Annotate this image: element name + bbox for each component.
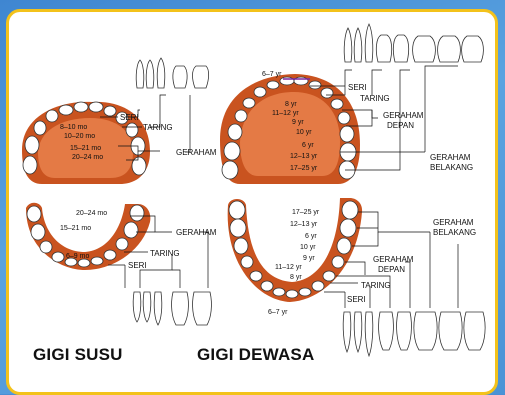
label-geraham-belakang: GERAHAM xyxy=(430,153,471,162)
age-label: 6 yr xyxy=(305,233,317,240)
age-label: 11–12 yr xyxy=(272,110,299,117)
age-label: 6–9 mo xyxy=(66,253,89,260)
title-gigi-dewasa: GIGI DEWASA xyxy=(197,345,314,365)
age-label: 10 yr xyxy=(300,244,316,251)
baby-lower-jaw: 20–24 mo 15–21 mo 6–9 mo xyxy=(26,203,150,270)
baby-lower-tooth-icons xyxy=(133,292,211,325)
age-label: 17–25 yr xyxy=(290,165,318,172)
age-label: 12–13 yr xyxy=(290,221,318,228)
label-seri: SERI xyxy=(348,83,367,92)
age-label: 8 yr xyxy=(290,274,302,281)
age-label: 10–20 mo xyxy=(64,133,95,140)
age-label: 8 yr xyxy=(285,101,297,108)
age-label: 9 yr xyxy=(292,119,304,126)
adult-upper-jaw: 6–7 yr 8 yr 11–12 yr 9 yr 10 yr 6 yr 12–… xyxy=(220,71,360,184)
adult-upper-tooth-icons xyxy=(344,24,483,62)
label-geraham: GERAHAM xyxy=(176,228,217,237)
label-seri: SERI xyxy=(347,295,366,304)
age-label: 20–24 mo xyxy=(72,154,103,161)
label-seri: SERI xyxy=(128,261,147,270)
age-label: 15–21 mo xyxy=(60,225,91,232)
label-geraham-depan: GERAHAM xyxy=(373,255,414,264)
age-label: 9 yr xyxy=(303,255,315,262)
age-label: 6–7 yr xyxy=(268,309,288,316)
label-geraham-belakang: BELAKANG xyxy=(430,163,473,172)
label-seri: SERI xyxy=(120,113,139,122)
label-taring: TARING xyxy=(150,249,180,258)
age-label: 8–10 mo xyxy=(60,124,87,131)
baby-upper-tooth-icons xyxy=(136,58,208,88)
age-label: 6 yr xyxy=(302,142,314,149)
age-label: 12–13 yr xyxy=(290,153,318,160)
label-taring: TARING xyxy=(361,281,391,290)
age-label: 15–21 mo xyxy=(70,145,101,152)
label-geraham-belakang: GERAHAM xyxy=(433,218,474,227)
label-geraham-belakang: BELAKANG xyxy=(433,228,476,237)
age-label: 17–25 yr xyxy=(292,209,320,216)
age-label: 11–12 yr xyxy=(275,264,302,271)
label-taring: TARING xyxy=(360,94,390,103)
age-label: 20–24 mo xyxy=(76,210,107,217)
label-geraham: GERAHAM xyxy=(176,148,217,157)
label-geraham-depan: DEPAN xyxy=(378,265,405,274)
label-geraham-depan: DEPAN xyxy=(387,121,414,130)
adult-lower-tooth-icons xyxy=(343,312,485,356)
age-label: 10 yr xyxy=(296,129,312,136)
label-taring: TARING xyxy=(143,123,173,132)
label-geraham-depan: GERAHAM xyxy=(383,111,424,120)
title-gigi-susu: GIGI SUSU xyxy=(33,345,123,365)
adult-lower-jaw: 17–25 yr 12–13 yr 6 yr 10 yr 9 yr 11–12 … xyxy=(228,198,362,316)
age-label: 6–7 yr xyxy=(262,71,282,78)
